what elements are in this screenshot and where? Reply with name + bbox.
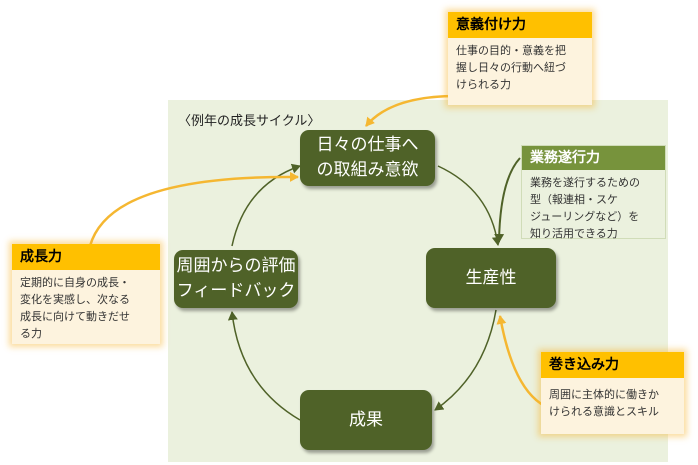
callout-involvement-title: 巻き込み力 xyxy=(541,352,684,378)
node-feedback: 周囲からの評価 フィードバック xyxy=(174,250,298,308)
callout-involvement: 巻き込み力 周囲に主体的に働きか けられる意識とスキル xyxy=(541,352,684,434)
panel-title: 〈例年の成長サイクル〉 xyxy=(178,114,321,129)
node-motivation: 日々の仕事へ の取組み意欲 xyxy=(300,130,435,186)
connector-growth xyxy=(88,171,299,247)
node-productivity: 生産性 xyxy=(426,248,556,308)
callout-growth: 成長力 定期的に自身の成長・ 変化を実感し、次なる 成長に向けて動きだせ る力 xyxy=(12,244,160,344)
arrow-results-to-feedback xyxy=(227,311,301,421)
callout-growth-title: 成長力 xyxy=(12,244,160,270)
connector-execution xyxy=(494,157,521,243)
callout-meaning-title: 意義付け力 xyxy=(448,12,592,38)
arrow-motivation-to-productivity xyxy=(437,165,502,246)
callout-growth-body: 定期的に自身の成長・ 変化を実感し、次なる 成長に向けて動きだせ る力 xyxy=(20,276,130,340)
callout-execution: 業務遂行力 業務を遂行するための 型（報連相・スケ ジューリングなど）を 知り活… xyxy=(521,145,666,240)
node-results: 成果 xyxy=(300,390,432,450)
callout-execution-title: 業務遂行力 xyxy=(522,146,665,170)
callout-meaning-body: 仕事の目的・意義を把 握し日々の行動へ紐づ けられる力 xyxy=(456,44,566,91)
arrow-feedback-to-motivation xyxy=(231,163,301,247)
callout-meaning: 意義付け力 仕事の目的・意義を把 握し日々の行動へ紐づ けられる力 xyxy=(448,12,592,105)
callout-execution-body: 業務を遂行するための 型（報連相・スケ ジューリングなど）を 知り活用できる力 xyxy=(530,176,640,240)
callout-involvement-body: 周囲に主体的に働きか けられる意識とスキル xyxy=(549,388,659,418)
arrow-productivity-to-results xyxy=(434,309,497,411)
